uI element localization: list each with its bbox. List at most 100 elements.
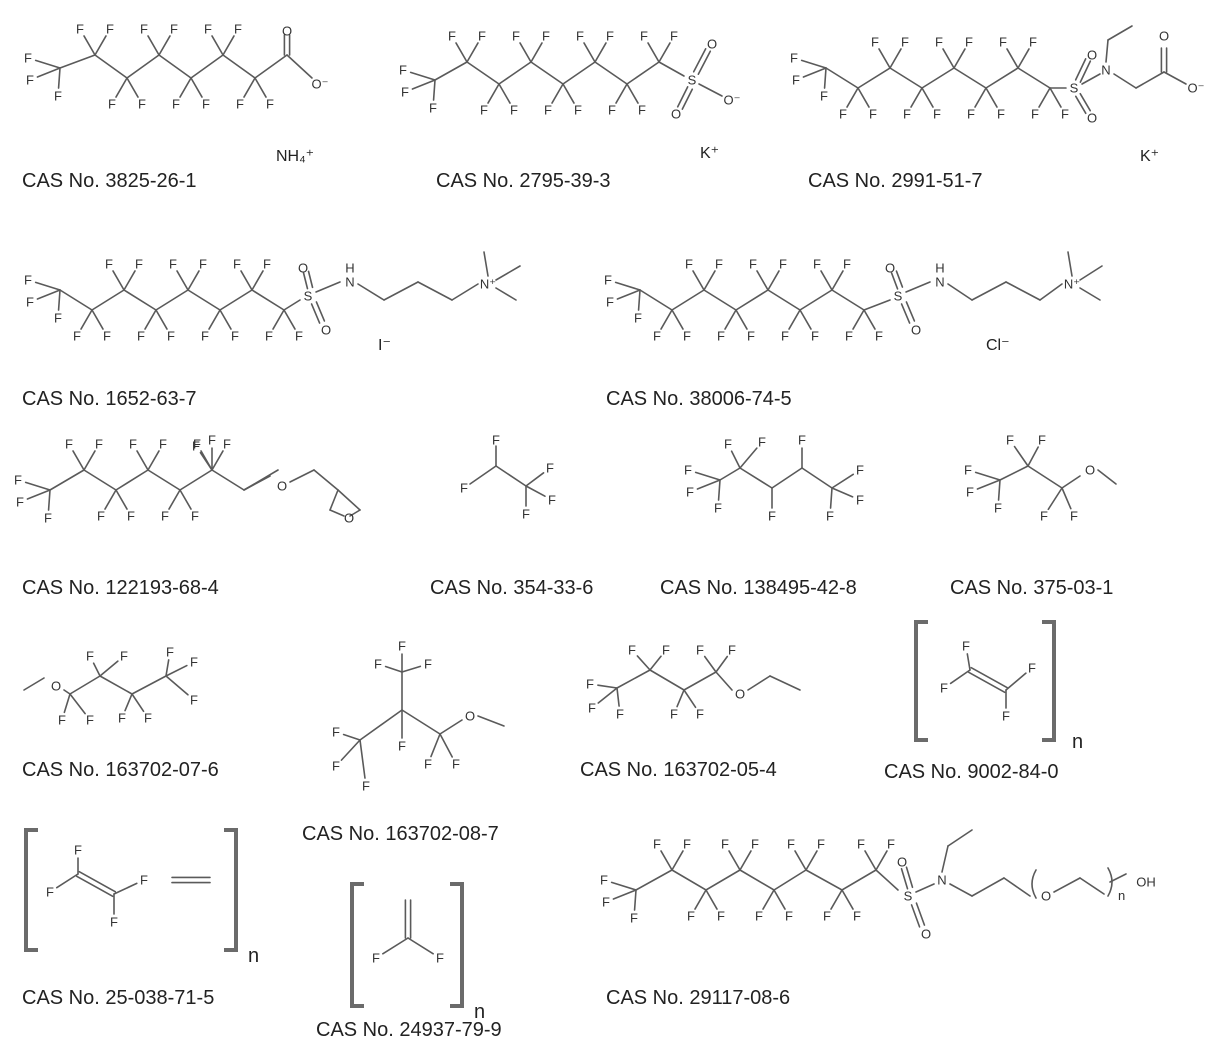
fluorine-atom: F (362, 779, 370, 794)
fluorine-atom: F (966, 485, 974, 500)
backbone-bond (466, 61, 500, 85)
bond (823, 67, 827, 89)
backbone-bond (158, 54, 192, 79)
bond (676, 689, 685, 708)
nitrogen-atom: N (1101, 63, 1110, 78)
fluorine-atom: F (715, 257, 723, 272)
bond (83, 35, 96, 56)
cas-number-label: CAS No. 25-038-71-5 (22, 987, 214, 1009)
fluorine-atom: F (781, 329, 789, 344)
bond (820, 270, 833, 291)
bond (1005, 281, 1041, 301)
backbone-bond (649, 669, 685, 691)
fluorine-atom: F (542, 29, 550, 44)
oxygen-atom: O (321, 323, 331, 338)
left-repeat-bracket (1031, 869, 1037, 899)
bond (658, 42, 671, 63)
bond (219, 309, 232, 330)
bond (756, 270, 769, 291)
bond (94, 35, 107, 56)
fluorine-atom: F (161, 509, 169, 524)
fluorine-atom: F (480, 103, 488, 118)
bond (802, 67, 827, 78)
nitrogen-atom: N (345, 275, 354, 290)
bond (1013, 445, 1029, 467)
fluorine-atom: F (86, 649, 94, 664)
bond (1039, 283, 1063, 301)
fluorine-atom: F (813, 257, 821, 272)
bond (747, 675, 771, 691)
fluorine-atom: F (940, 681, 948, 696)
bond (730, 450, 741, 469)
fluorine-atom: F (26, 73, 34, 88)
fluorine-atom: F (1040, 509, 1048, 524)
backbone-bond (616, 669, 651, 689)
bond (1163, 71, 1187, 85)
backbone-bond (59, 54, 96, 69)
sulfonyl-double-bond (905, 866, 914, 889)
fluorine-atom: F (1029, 35, 1037, 50)
bond (1017, 48, 1030, 69)
fluorine-atom: F (1031, 107, 1039, 122)
fluorine-atom: F (191, 509, 199, 524)
bond (432, 79, 436, 101)
backbone-bond (841, 869, 877, 891)
backbone-bond (131, 675, 167, 695)
bond (381, 937, 409, 955)
bond (1049, 87, 1062, 108)
backbone-bond (1017, 67, 1051, 89)
bond (243, 77, 256, 98)
bond (1006, 48, 1019, 69)
bond (831, 270, 844, 291)
bond (115, 489, 128, 510)
fluorine-atom: F (811, 329, 819, 344)
bond (34, 59, 61, 69)
sulfonyl-double-bond (1074, 95, 1087, 115)
fluorine-atom: F (685, 257, 693, 272)
sulfonyl-double-bond (692, 47, 707, 73)
bond (805, 850, 818, 871)
bond (417, 281, 453, 301)
backbone-bond (530, 61, 564, 85)
sulfonyl-double-bond (307, 270, 314, 289)
fluorine-atom: F (662, 643, 670, 658)
bond (1061, 487, 1072, 510)
fluorine-atom: F (600, 873, 608, 888)
backbone-bond (69, 675, 101, 695)
fluorine-atom: F (73, 329, 81, 344)
bond (864, 850, 877, 871)
bond (698, 83, 723, 97)
bond (949, 883, 973, 897)
bond (36, 289, 61, 300)
left-bracket (350, 882, 364, 1008)
fluorine-atom: F (24, 273, 32, 288)
oxygen-anion: O⁻ (1188, 81, 1205, 96)
fluorine-atom: F (166, 645, 174, 660)
fluorine-atom: F (544, 103, 552, 118)
backbone-bond (703, 289, 737, 311)
bond (63, 693, 71, 714)
cas-number-label: CAS No. 3825-26-1 (22, 170, 197, 192)
bond (715, 655, 729, 673)
bond (1079, 287, 1101, 301)
bond (329, 509, 345, 517)
bond (1067, 251, 1073, 277)
fluorine-atom: F (965, 35, 973, 50)
backbone-bond (799, 289, 833, 311)
fluorine-atom: F (1028, 661, 1036, 676)
fluorine-atom: F (628, 643, 636, 658)
oxygen-atom: O (1087, 111, 1097, 126)
sulfonyl-double-bond (697, 50, 712, 76)
bond (949, 669, 971, 685)
bond (211, 35, 224, 56)
oxygen-atom: O (1041, 889, 1051, 904)
bond (636, 655, 651, 671)
bond (1105, 39, 1109, 63)
bond (208, 309, 221, 330)
backbone-bond (626, 61, 660, 85)
bond (976, 479, 1001, 490)
bond (286, 54, 313, 79)
fluorine-atom: F (492, 433, 500, 448)
sulfonyl-double-bond (1079, 60, 1092, 83)
